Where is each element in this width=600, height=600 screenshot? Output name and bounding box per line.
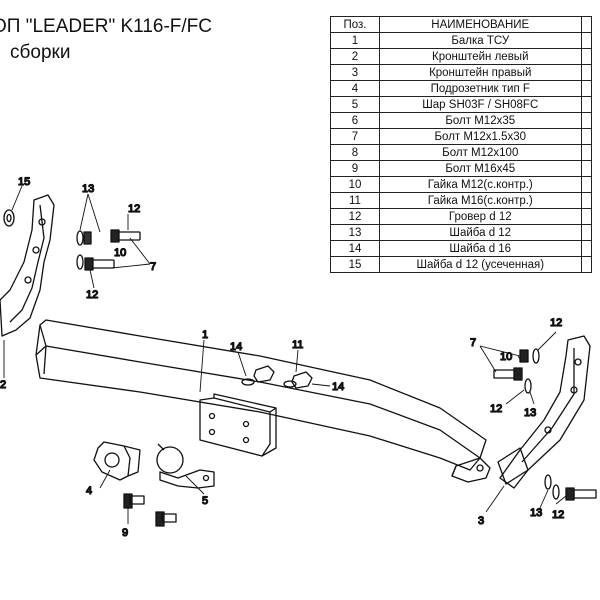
row-pos: 15 [330,256,380,273]
main-beam [35,319,491,483]
leader-lines [3,185,567,524]
row-blank [580,256,593,273]
socket-bracket [93,441,141,481]
callout-7-right: 7 [470,337,476,349]
callout-13-right-bottom: 13 [530,507,542,519]
callout-13-left: 13 [82,183,94,195]
callout-12-right-top: 12 [550,317,562,329]
callout-13-right: 13 [524,407,536,419]
parts-table-header: Поз. НАИМЕНОВАНИЕ [330,16,593,33]
callout-9: 9 [122,527,128,539]
callout-12-right-mid: 12 [490,403,502,415]
callout-11: 11 [292,339,303,351]
callout-2: 2 [0,379,6,391]
callout-1: 1 [202,329,208,341]
tow-ball [156,443,215,489]
row-name: Гайка М16(с.контр.) [379,192,582,209]
left-fasteners [76,229,141,271]
title-line-1: ОП "LEADER" K116-F/FC [0,16,213,37]
callout-5: 5 [202,495,208,507]
row-pos: 12 [330,208,380,225]
bolts-9 [123,493,177,527]
drawing-title: ОП "LEADER" K116-F/FC сборки [0,14,320,66]
center-fasteners [241,365,313,389]
callout-15: 15 [18,176,30,188]
row-pos: 4 [330,80,380,97]
row-name: Балка ТСУ [379,32,582,49]
row-name: Кронштейн левый [379,48,582,65]
callout-7-left: 7 [150,261,156,273]
row-name: Шайба d 12 (усеченная) [379,256,582,273]
callout-10-right: 10 [500,351,512,363]
row-pos: 9 [330,160,380,177]
callout-14-top: 14 [230,341,242,353]
callout-12-left-bottom: 12 [86,289,98,301]
row-name: Болт М12х1.5х30 [379,128,582,145]
washer-15 [3,209,15,227]
callout-12-right-bottom: 12 [552,509,564,521]
left-bracket [0,194,55,337]
callout-4: 4 [86,485,92,497]
callout-10-left: 10 [114,247,126,259]
ball-mount-plate [199,393,277,457]
right-bracket [497,335,591,489]
callout-3: 3 [478,515,484,527]
callout-12-left-top: 12 [128,203,140,215]
row-name: Шар SH03F / SH08FC [379,96,582,113]
right-fasteners [493,348,597,501]
title-line-2: сборки [10,42,71,63]
callout-14-right: 14 [332,381,344,393]
